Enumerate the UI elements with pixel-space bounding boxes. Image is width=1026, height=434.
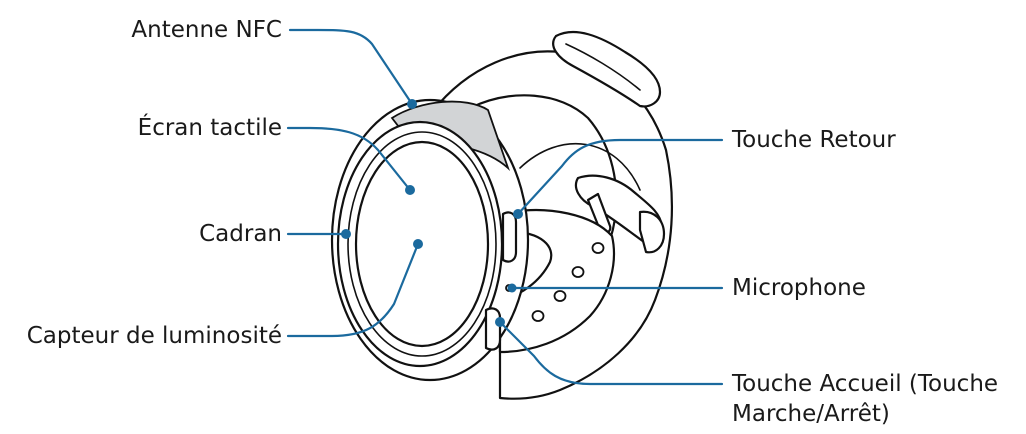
strap-hole (531, 310, 545, 322)
buckle-clasp (638, 210, 666, 254)
callout-dot (405, 185, 415, 195)
callout-dot (341, 229, 351, 239)
callout-nfc-antenna (288, 28, 414, 106)
label-light-sensor: Capteur de luminosité (26, 323, 282, 349)
callout-light-sensor (286, 242, 420, 338)
strap-hole (571, 266, 585, 278)
home-key (484, 307, 502, 351)
label-microphone: Microphone (732, 275, 866, 301)
label-bezel: Cadran (199, 221, 282, 247)
strap-front (498, 209, 616, 354)
callout-home-key (498, 320, 724, 386)
callout-dot (495, 317, 505, 327)
callout-touchscreen (286, 126, 412, 192)
callout-dot (407, 99, 417, 109)
bezel-inner-edge (347, 131, 497, 357)
strap-hole (553, 290, 567, 302)
callout-dot (413, 239, 423, 249)
callout-dot (507, 283, 517, 293)
strap-loop-crease (565, 43, 641, 91)
strap-inner-curve (519, 142, 641, 191)
back-key (501, 211, 518, 263)
callout-back-key (516, 138, 724, 216)
label-back-key: Touche Retour (732, 127, 896, 153)
label-nfc-antenna: Antenne NFC (131, 17, 282, 43)
callout-dot (513, 209, 523, 219)
strap-hole (591, 242, 605, 254)
label-home-key: Touche Accueil (Touche Marche/Arrêt) (732, 371, 999, 427)
label-touchscreen: Écran tactile (137, 115, 282, 141)
